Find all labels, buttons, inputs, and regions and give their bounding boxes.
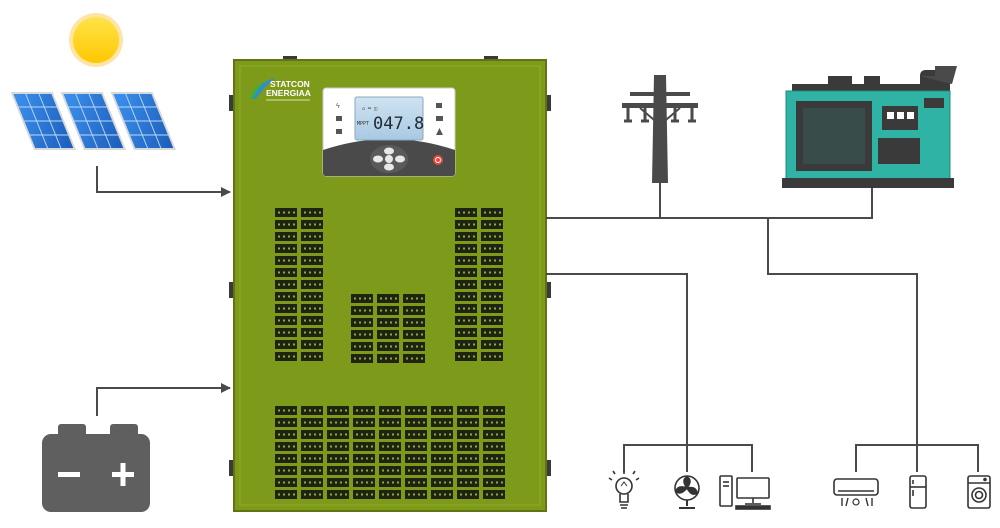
up-button[interactable] [384, 147, 394, 155]
navigation-keypad [370, 145, 408, 173]
battery-icon [42, 424, 150, 512]
mains-status-icon [336, 129, 342, 134]
sun-icon [69, 13, 123, 67]
left-load-branch [546, 273, 688, 455]
right-load-branch [767, 218, 918, 455]
air-conditioner-icon [833, 478, 879, 507]
enter-button[interactable] [385, 155, 393, 163]
charge-status-icon: ϟ [336, 103, 340, 110]
vent-block [455, 208, 503, 361]
down-button[interactable] [384, 163, 394, 171]
vent-block [275, 208, 323, 361]
battery-to-inverter-arrow [96, 383, 231, 416]
ac-bus-line [546, 188, 873, 219]
solar-status-icon [436, 103, 442, 108]
right-button[interactable] [395, 155, 405, 163]
bulb-icon [608, 470, 640, 509]
solar-to-inverter-arrow [96, 166, 231, 197]
lcd-screen [354, 96, 424, 141]
status-icons-right [436, 103, 443, 135]
fan-icon [674, 475, 700, 509]
vent-grilles [275, 208, 505, 499]
brand-name-line1: STATCON [270, 79, 310, 89]
grid-pole-icon [622, 75, 698, 183]
ac-wiring [546, 182, 979, 472]
vent-block [275, 406, 505, 499]
generator-icon [782, 66, 957, 188]
warning-icon [436, 128, 443, 135]
control-panel: ⌂ ═ ◫ MPPT 047.8 ϟ [322, 87, 456, 177]
power-button[interactable] [433, 155, 443, 165]
load-status-icon [336, 116, 342, 121]
washing-machine-icon [967, 475, 991, 509]
status-icons-left: ϟ [336, 103, 342, 134]
lcd-mode-label: MPPT [357, 121, 369, 127]
vent-block [351, 294, 425, 363]
battery-status-icon [436, 116, 443, 121]
lcd-reading: 047.8 [373, 114, 424, 134]
left-button[interactable] [373, 155, 383, 163]
computer-icon [719, 475, 771, 510]
solar-panel-icon [10, 92, 177, 150]
brand-logo: STATCON ENERGIAA [249, 78, 311, 101]
brand-name-line2: ENERGIAA [266, 88, 311, 98]
lcd-top-symbols: ⌂ ═ ◫ [362, 106, 377, 112]
refrigerator-icon [909, 475, 927, 509]
